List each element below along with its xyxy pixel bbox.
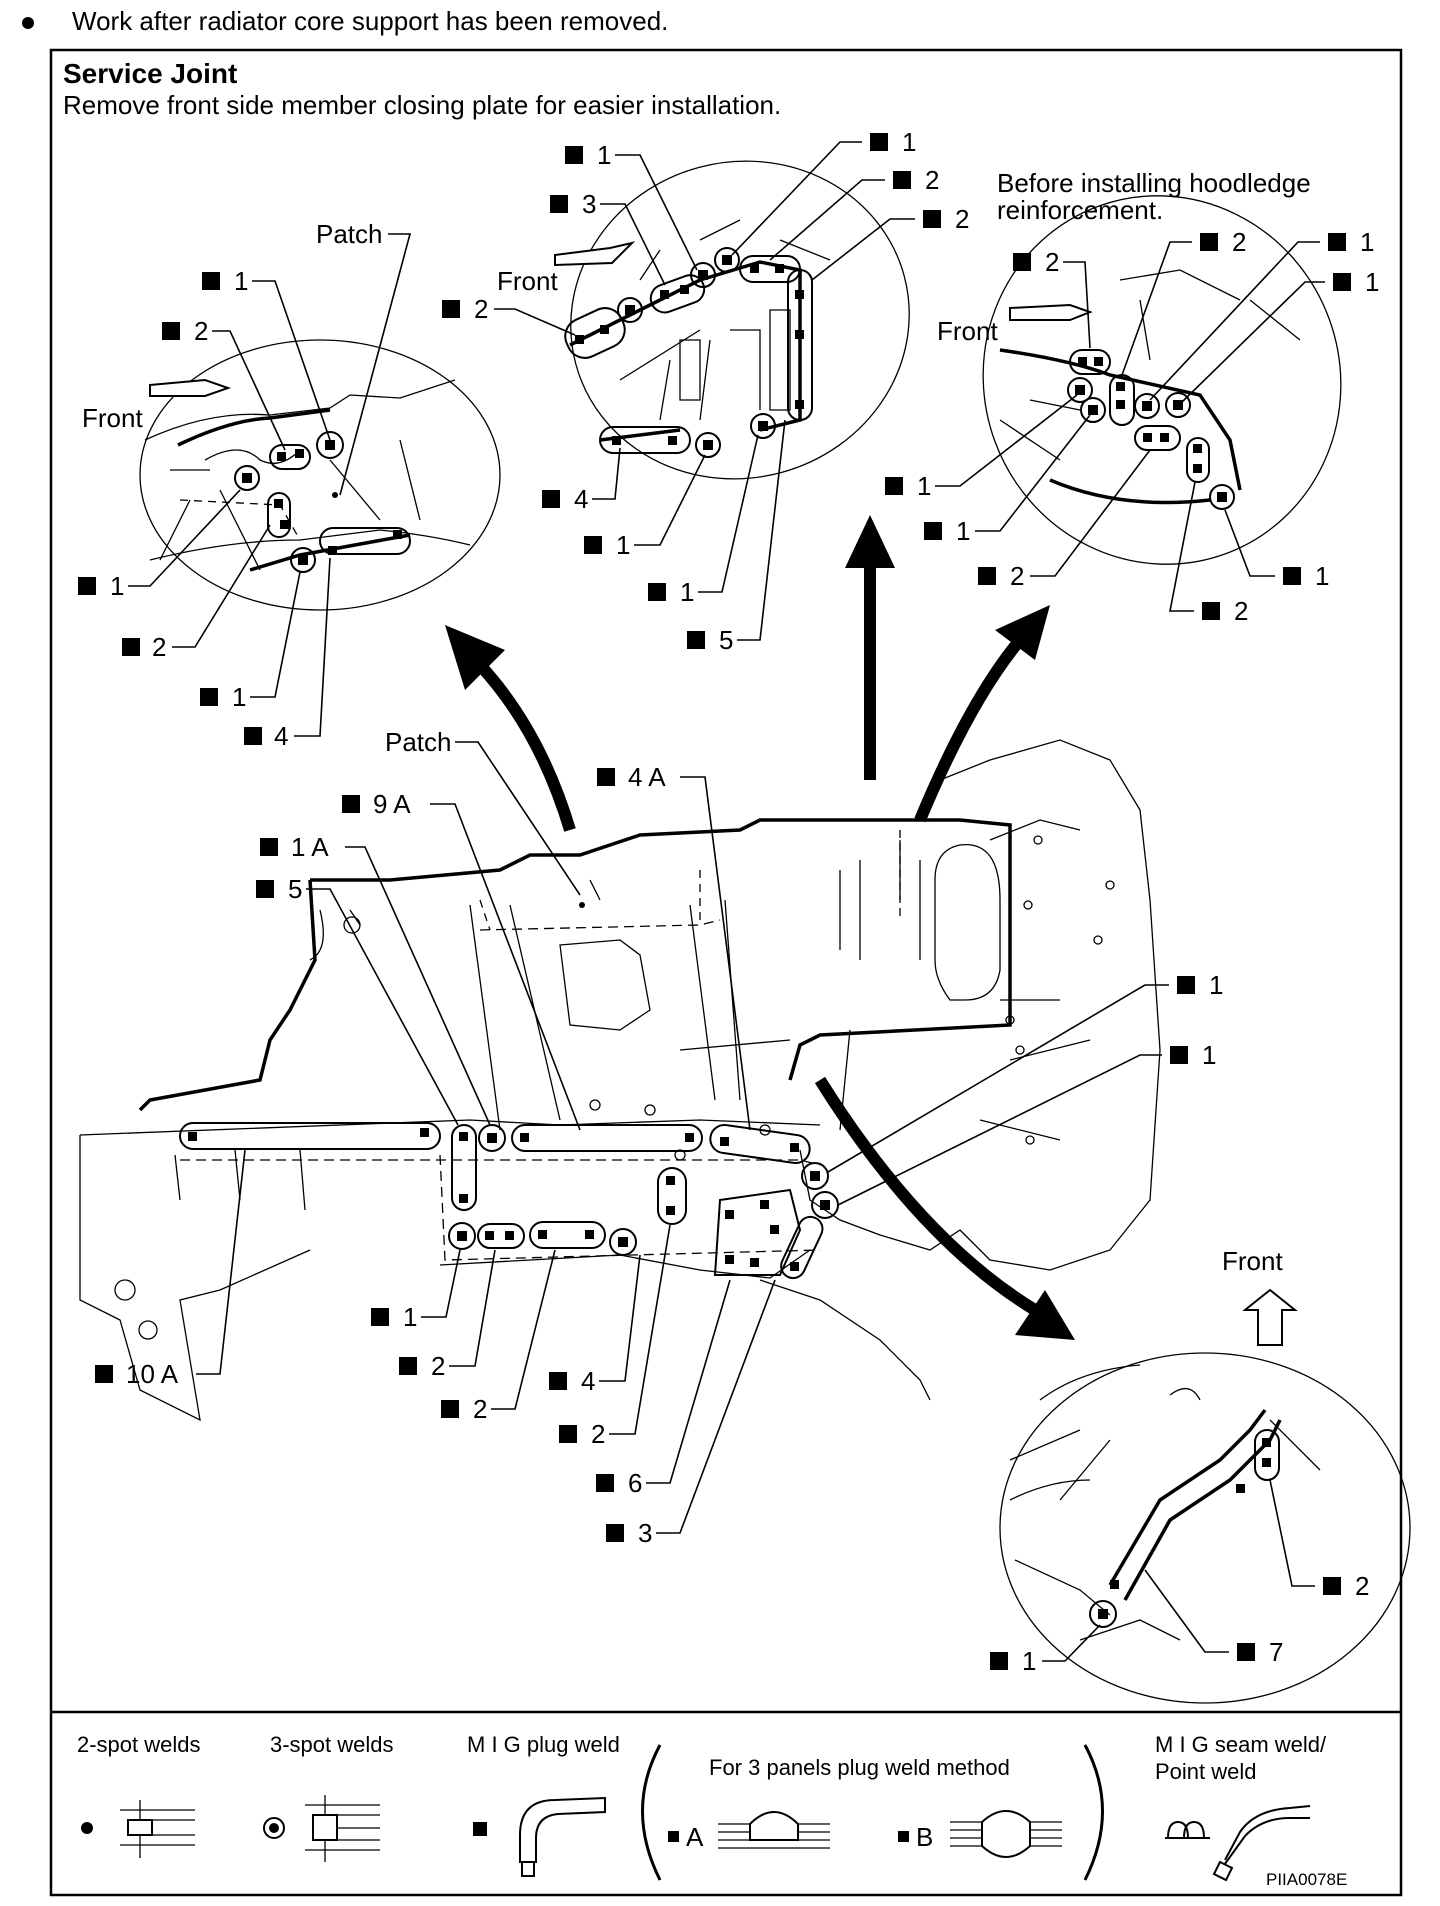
- bracket-right: [1083, 1744, 1104, 1881]
- legend-mig-seam-2: Point weld: [1155, 1759, 1257, 1784]
- tl-label-4: 2: [152, 632, 166, 662]
- square-icon: [898, 1831, 909, 1842]
- tr-label-1: 2: [1045, 247, 1059, 277]
- front-label-tr: Front: [937, 316, 998, 346]
- panel-subtitle: Remove front side member closing plate f…: [63, 90, 781, 120]
- mig-seam-torch-icon: [1212, 1805, 1311, 1882]
- detail-top-center: Front 1 3 2 1 2 2 4 1 1 5: [442, 127, 969, 655]
- tr-note-line2: reinforcement.: [997, 195, 1163, 225]
- legend-three-panel: For 3 panels plug weld method: [709, 1755, 1010, 1780]
- main-label-b2b: 2: [473, 1394, 487, 1424]
- tc-label-4: 1: [902, 127, 916, 157]
- three-spot-symbol-icon: [305, 1795, 380, 1862]
- seam-weld-icon: [1165, 1820, 1210, 1839]
- tr-note-line1: Before installing hoodledge: [997, 168, 1311, 198]
- plug-weld-a-icon: [718, 1811, 830, 1849]
- plug-weld-b-icon: [950, 1810, 1062, 1858]
- tr-label-5: 1: [917, 471, 931, 501]
- detail-bottom-right: Front 2 1 7: [990, 1246, 1411, 1704]
- main-label-1a: 1 A: [291, 832, 329, 862]
- main-label-10a: 10 A: [126, 1359, 179, 1389]
- two-spot-symbol-icon: [120, 1800, 195, 1858]
- main-view: Patch 4 A 9 A 1 A 5 1 1 1 10 A 2 4 2 2 6…: [79, 727, 1223, 1548]
- front-label-tl: Front: [82, 403, 143, 433]
- main-label-b1: 1: [403, 1302, 417, 1332]
- square-icon: [668, 1831, 679, 1842]
- tl-label-5: 1: [232, 682, 246, 712]
- main-label-b4: 4: [581, 1366, 595, 1396]
- bullet-dot-icon: [22, 17, 34, 30]
- tr-label-8: 2: [1234, 596, 1248, 626]
- tr-label-7: 2: [1010, 561, 1024, 591]
- main-label-b3: 3: [638, 1518, 652, 1548]
- front-label-tc: Front: [497, 266, 558, 296]
- legend-mig-plug: M I G plug weld: [467, 1732, 620, 1757]
- figure-id: PIIA0078E: [1266, 1870, 1347, 1889]
- main-label-4a: 4 A: [628, 762, 666, 792]
- main-label-r1: 1: [1209, 970, 1223, 1000]
- main-label-5: 5: [288, 874, 302, 904]
- bracket-left: [641, 1744, 662, 1881]
- instruction-bullet: Work after radiator core support has bee…: [22, 6, 668, 37]
- legend-3-spot: 3-spot welds: [270, 1732, 394, 1757]
- panel-title: Service Joint: [63, 58, 237, 89]
- main-label-b2c: 2: [591, 1419, 605, 1449]
- method-a-label: A: [686, 1822, 704, 1852]
- br-label-7: 7: [1269, 1637, 1283, 1667]
- br-label-2: 2: [1355, 1571, 1369, 1601]
- detail-top-left: Front Patch 1 2 1 2 1 4: [78, 219, 501, 751]
- legend-2-spot: 2-spot welds: [77, 1732, 201, 1757]
- main-label-b2: 2: [431, 1351, 445, 1381]
- tr-label-4: 1: [1365, 267, 1379, 297]
- legend-mig-seam-1: M I G seam weld/: [1155, 1732, 1327, 1757]
- tc-label-9: 1: [680, 577, 694, 607]
- dot-icon: [81, 1822, 93, 1834]
- tc-label-6: 2: [955, 204, 969, 234]
- target-dot-icon: [263, 1817, 285, 1839]
- main-patch-label: Patch: [385, 727, 452, 757]
- tl-label-2: 2: [194, 316, 208, 346]
- br-label-1: 1: [1022, 1646, 1036, 1676]
- main-label-9a: 9 A: [373, 789, 411, 819]
- tc-label-10: 5: [719, 625, 733, 655]
- panel-frame: [49, 48, 1403, 1897]
- instruction-text: Work after radiator core support has bee…: [72, 6, 669, 36]
- detail-top-right: Front Before installing hoodledge reinfo…: [885, 168, 1379, 626]
- main-label-b6: 6: [628, 1468, 642, 1498]
- tr-label-6: 1: [956, 516, 970, 546]
- tc-label-5: 2: [925, 165, 939, 195]
- tl-label-3: 1: [110, 571, 124, 601]
- tc-label-3: 2: [474, 294, 488, 324]
- callout-arrows: [445, 515, 1075, 1340]
- tr-label-2: 2: [1232, 227, 1246, 257]
- tl-label-1: 1: [234, 266, 248, 296]
- tc-label-8: 1: [616, 530, 630, 560]
- tc-label-1: 1: [597, 140, 611, 170]
- tr-label-3: 1: [1360, 227, 1374, 257]
- patch-label-tl: Patch: [316, 219, 383, 249]
- tc-label-2: 3: [582, 189, 596, 219]
- legend: 2-spot welds 3-spot welds M I G plug wel…: [77, 1732, 1347, 1889]
- tr-label-9: 1: [1315, 561, 1329, 591]
- mig-plug-torch-icon: [519, 1796, 606, 1877]
- front-label-br: Front: [1222, 1246, 1283, 1276]
- method-b-label: B: [916, 1822, 933, 1852]
- tc-label-7: 4: [574, 484, 588, 514]
- tl-label-6: 4: [274, 721, 288, 751]
- square-icon: [473, 1822, 487, 1836]
- main-label-r2: 1: [1202, 1040, 1216, 1070]
